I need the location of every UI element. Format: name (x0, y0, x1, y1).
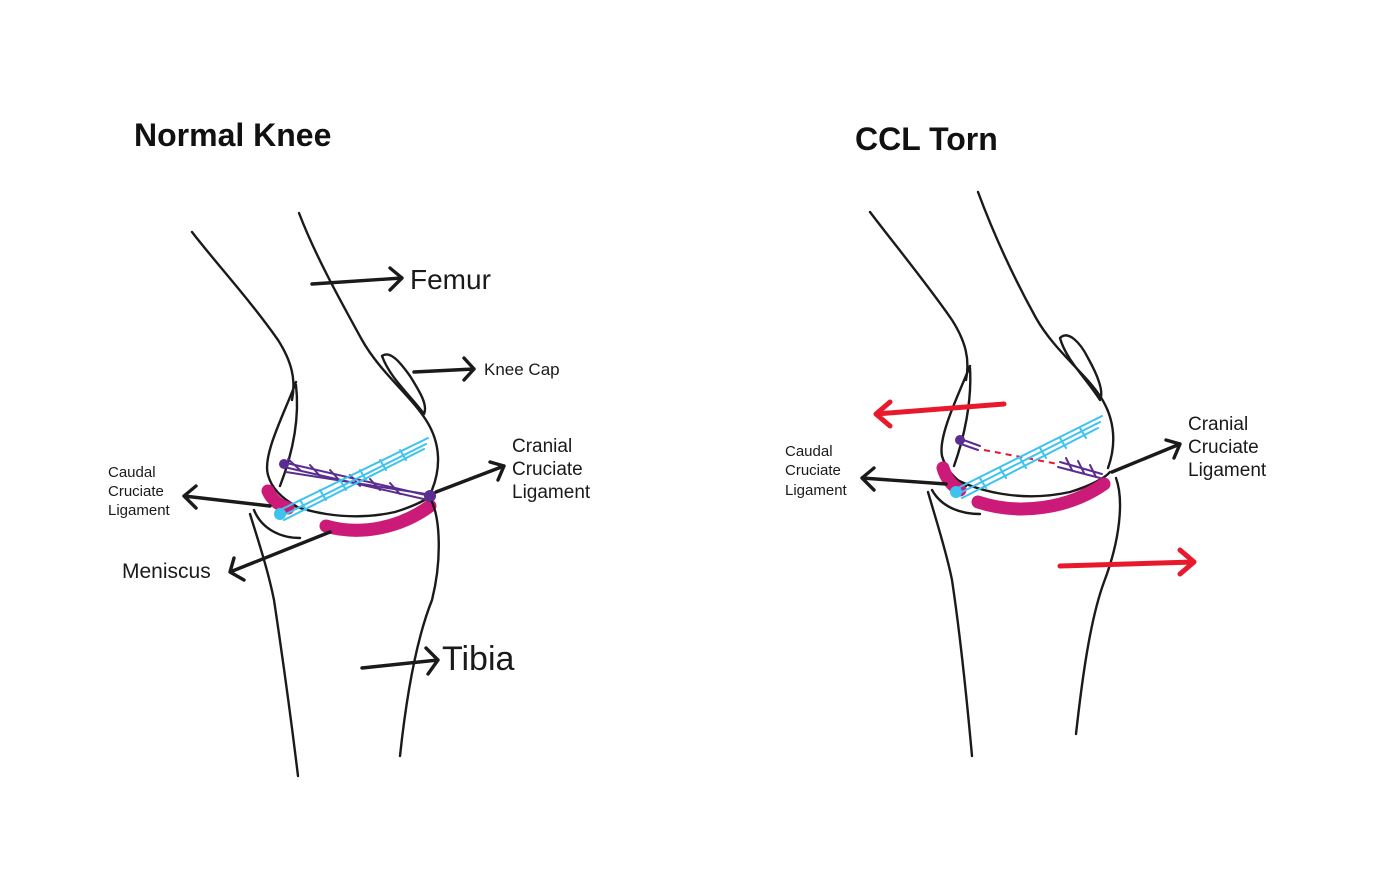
caudal-ligament (279, 458, 436, 502)
caudal-arrow (182, 484, 272, 510)
tibia-label: Tibia (442, 640, 515, 678)
kneecap-outline (380, 353, 427, 416)
femur-shift-arrow (873, 399, 1007, 429)
svg-text:Cranial: Cranial (512, 436, 572, 457)
svg-text:Cranial: Cranial (1188, 414, 1248, 435)
cranial-ligament-label: Cranial Cruciate Ligament (512, 436, 591, 503)
femur-label: Femur (410, 264, 491, 295)
svg-text:Cruciate: Cruciate (1188, 437, 1259, 458)
caudal-arrow-torn (860, 466, 948, 492)
kneecap-arrow (412, 356, 476, 382)
svg-text:Ligament: Ligament (108, 502, 171, 519)
kneecap-label: Knee Cap (484, 360, 560, 379)
meniscus-arrow (228, 530, 332, 582)
caudal-ligament-label-torn: Caudal Cruciate Ligament (785, 443, 848, 499)
caudal-ligament-label: Caudal Cruciate Ligament (108, 464, 171, 519)
cranial-arrow-torn (1110, 438, 1182, 474)
tibia-arrow (360, 646, 440, 676)
tibia-outline (248, 500, 440, 778)
cranial-arrow (434, 460, 506, 494)
normal-knee-title: Normal Knee (134, 117, 331, 153)
svg-text:Caudal: Caudal (785, 443, 833, 460)
caudal-ligament-torn (955, 435, 1103, 479)
ccl-torn-title: CCL Torn (855, 121, 998, 157)
tibia-shift-arrow (1057, 547, 1197, 577)
kneecap-outline-torn (1058, 334, 1103, 402)
femur-outline-torn (868, 190, 1115, 498)
svg-text:Cruciate: Cruciate (512, 459, 583, 480)
svg-text:Ligament: Ligament (785, 482, 848, 499)
cranial-ligament-label-torn: Cranial Cruciate Ligament (1188, 414, 1267, 481)
normal-knee-panel: Normal Knee (108, 117, 591, 778)
femur-arrow (310, 266, 404, 292)
ccl-torn-panel: CCL Torn (785, 121, 1267, 758)
svg-text:Ligament: Ligament (512, 482, 591, 503)
cranial-ligament (274, 437, 429, 521)
svg-text:Cruciate: Cruciate (108, 483, 164, 500)
svg-text:Cruciate: Cruciate (785, 462, 841, 479)
cranial-ligament-blue (950, 415, 1103, 499)
svg-text:Ligament: Ligament (1188, 460, 1267, 481)
meniscus-label: Meniscus (122, 560, 211, 583)
svg-text:Caudal: Caudal (108, 464, 156, 481)
tibia-outline-torn (926, 476, 1122, 758)
